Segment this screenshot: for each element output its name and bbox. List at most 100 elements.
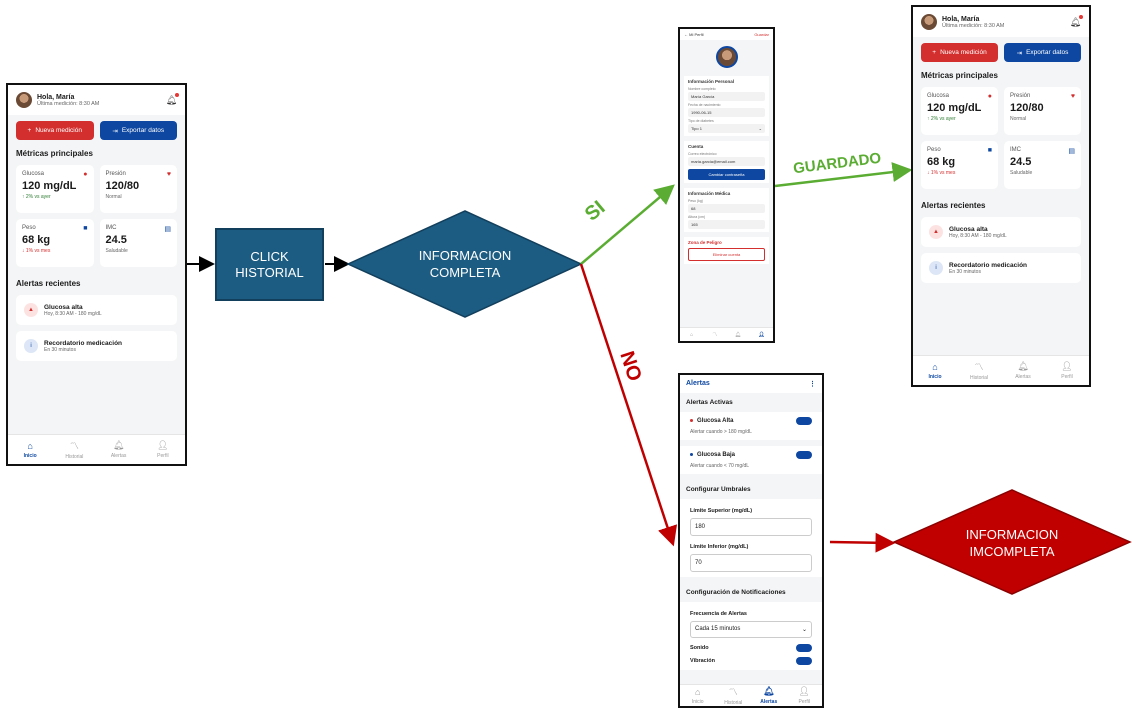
- metric-label: Presión: [105, 171, 126, 177]
- nav-alertas[interactable]: 🔔︎: [727, 328, 750, 341]
- alert-name: Glucosa Alta: [697, 418, 734, 424]
- nav-alertas[interactable]: 🔔︎Alertas: [751, 685, 787, 706]
- field-label: Nombre completo: [688, 87, 716, 91]
- arrow-no: [579, 263, 678, 547]
- nav-historial[interactable]: 〽Historial: [957, 356, 1001, 385]
- nav-perfil[interactable]: 👤︎Perfil: [787, 685, 823, 706]
- person-icon: 👤︎: [758, 331, 765, 338]
- alert-sub: En 30 minutos: [949, 268, 981, 275]
- height-field[interactable]: 165: [688, 220, 765, 229]
- export-label: Exportar datos: [1026, 49, 1069, 56]
- chart-icon: 〽: [728, 687, 738, 697]
- dob-field[interactable]: 1990-06-15: [688, 108, 765, 117]
- nav-label: Inicio: [691, 698, 704, 705]
- avatar: [16, 92, 32, 108]
- metrics-title: Métricas principales: [921, 71, 998, 80]
- nav-inicio[interactable]: ⌂Inicio: [8, 435, 52, 464]
- low-alert-toggle[interactable]: [796, 451, 812, 459]
- nav-historial[interactable]: 〽Historial: [716, 685, 752, 706]
- nav-perfil[interactable]: 👤︎Perfil: [1045, 356, 1089, 385]
- metric-sub: 2% vs ayer: [930, 116, 956, 122]
- click-historial-box: CLICK HISTORIAL: [215, 228, 324, 301]
- name-field[interactable]: María García: [688, 92, 765, 101]
- save-link[interactable]: Guardar: [754, 32, 769, 37]
- chevron-down-icon: ⌄: [758, 126, 762, 131]
- section-title: Alertas Activas: [686, 399, 733, 406]
- metric-value: 24.5: [1010, 156, 1032, 168]
- nav-perfil[interactable]: 👤︎Perfil: [141, 435, 185, 464]
- nav-perfil[interactable]: 👤︎: [750, 328, 773, 341]
- delete-account-button[interactable]: Eliminar cuenta: [688, 248, 765, 261]
- nav-historial[interactable]: 〽: [703, 328, 726, 341]
- field-label: Límite Superior (mg/dL): [690, 508, 753, 514]
- nav-inicio[interactable]: ⌂Inicio: [680, 685, 716, 706]
- vibration-toggle[interactable]: [796, 657, 812, 665]
- back-label: Mi Perfil: [689, 32, 704, 37]
- notifications-box: Frecuencia de Alertas Cada 15 minutos⌄ S…: [680, 602, 822, 670]
- result-diamond: [892, 489, 1132, 595]
- upper-limit-input[interactable]: 180: [690, 518, 812, 536]
- export-button[interactable]: ⇥Exportar datos: [99, 121, 177, 140]
- notification-dot: [175, 92, 179, 97]
- metric-card[interactable]: Peso■68 kg↓ 1% vs mes: [921, 141, 998, 189]
- click-historial-label: CLICK HISTORIAL: [235, 248, 304, 280]
- nav-alertas[interactable]: 🔔︎Alertas: [97, 435, 141, 464]
- avatar: [921, 14, 937, 30]
- arrow-to-result: [829, 532, 896, 553]
- metric-card[interactable]: Glucosa●120 mg/dL↑ 2% vs ayer: [921, 87, 998, 135]
- new-measurement-button[interactable]: +Nueva medición: [921, 43, 998, 62]
- export-button[interactable]: ⇥Exportar datos: [1004, 43, 1081, 62]
- alert-title: Glucosa alta: [949, 225, 988, 233]
- back-link[interactable]: ← Mi Perfil: [684, 32, 704, 37]
- nav-inicio[interactable]: ⌂: [680, 328, 703, 341]
- metric-sub: Normal: [1010, 116, 1027, 122]
- medical-section: Información Médica Peso (kg)68 Altura (c…: [684, 188, 769, 232]
- metric-card[interactable]: Glucosa●120 mg/dL↑ 2% vs ayer: [16, 165, 94, 213]
- alert-desc: Alertar cuando < 70 mg/dL: [690, 463, 750, 469]
- weight-field[interactable]: 68: [688, 204, 765, 213]
- high-alert-toggle[interactable]: [796, 417, 812, 425]
- nav-label: Alertas: [760, 699, 778, 705]
- field-label: Correo electrónico: [688, 152, 717, 156]
- profile-avatar[interactable]: [715, 46, 738, 68]
- metric-label: Presión: [1010, 93, 1031, 99]
- frequency-value: Cada 15 minutos: [695, 626, 741, 632]
- notification-dot: [1079, 14, 1083, 19]
- home-icon: ⌂: [27, 440, 33, 451]
- alerts-title: Alertas recientes: [16, 279, 81, 288]
- nav-inicio[interactable]: ⌂Inicio: [913, 356, 957, 385]
- lower-limit-input[interactable]: 70: [690, 554, 812, 572]
- new-measurement-button[interactable]: +Nueva medición: [16, 121, 94, 140]
- email-field[interactable]: maria.garcia@email.com: [688, 157, 765, 166]
- sound-toggle[interactable]: [796, 644, 812, 652]
- nav-historial[interactable]: 〽Historial: [52, 435, 96, 464]
- change-password-button[interactable]: Cambiar contraseña: [688, 169, 765, 180]
- nav-label: Alertas: [110, 453, 127, 459]
- arrow-yes: [580, 184, 675, 265]
- home-icon: ⌂: [690, 331, 694, 338]
- diabetes-type-select[interactable]: Tipo 1⌄: [688, 124, 765, 133]
- drop-icon: ●: [83, 171, 88, 178]
- nav-alertas[interactable]: 🔔︎Alertas: [1001, 356, 1045, 385]
- metric-card[interactable]: Peso■68 kg↓ 1% vs mes: [16, 219, 94, 267]
- screen-title: Alertas: [686, 380, 710, 387]
- bell-icon[interactable]: 🔔︎: [165, 92, 179, 105]
- last-measurement: Última medición: 8:30 AM: [37, 100, 100, 107]
- field-label: Frecuencia de Alertas: [690, 611, 747, 617]
- more-icon[interactable]: ⋮: [809, 381, 816, 388]
- frequency-select[interactable]: Cada 15 minutos⌄: [690, 621, 812, 638]
- scale-icon: ■: [987, 147, 992, 154]
- bell-icon[interactable]: 🔔︎: [1069, 14, 1083, 27]
- plus-icon: +: [932, 49, 937, 56]
